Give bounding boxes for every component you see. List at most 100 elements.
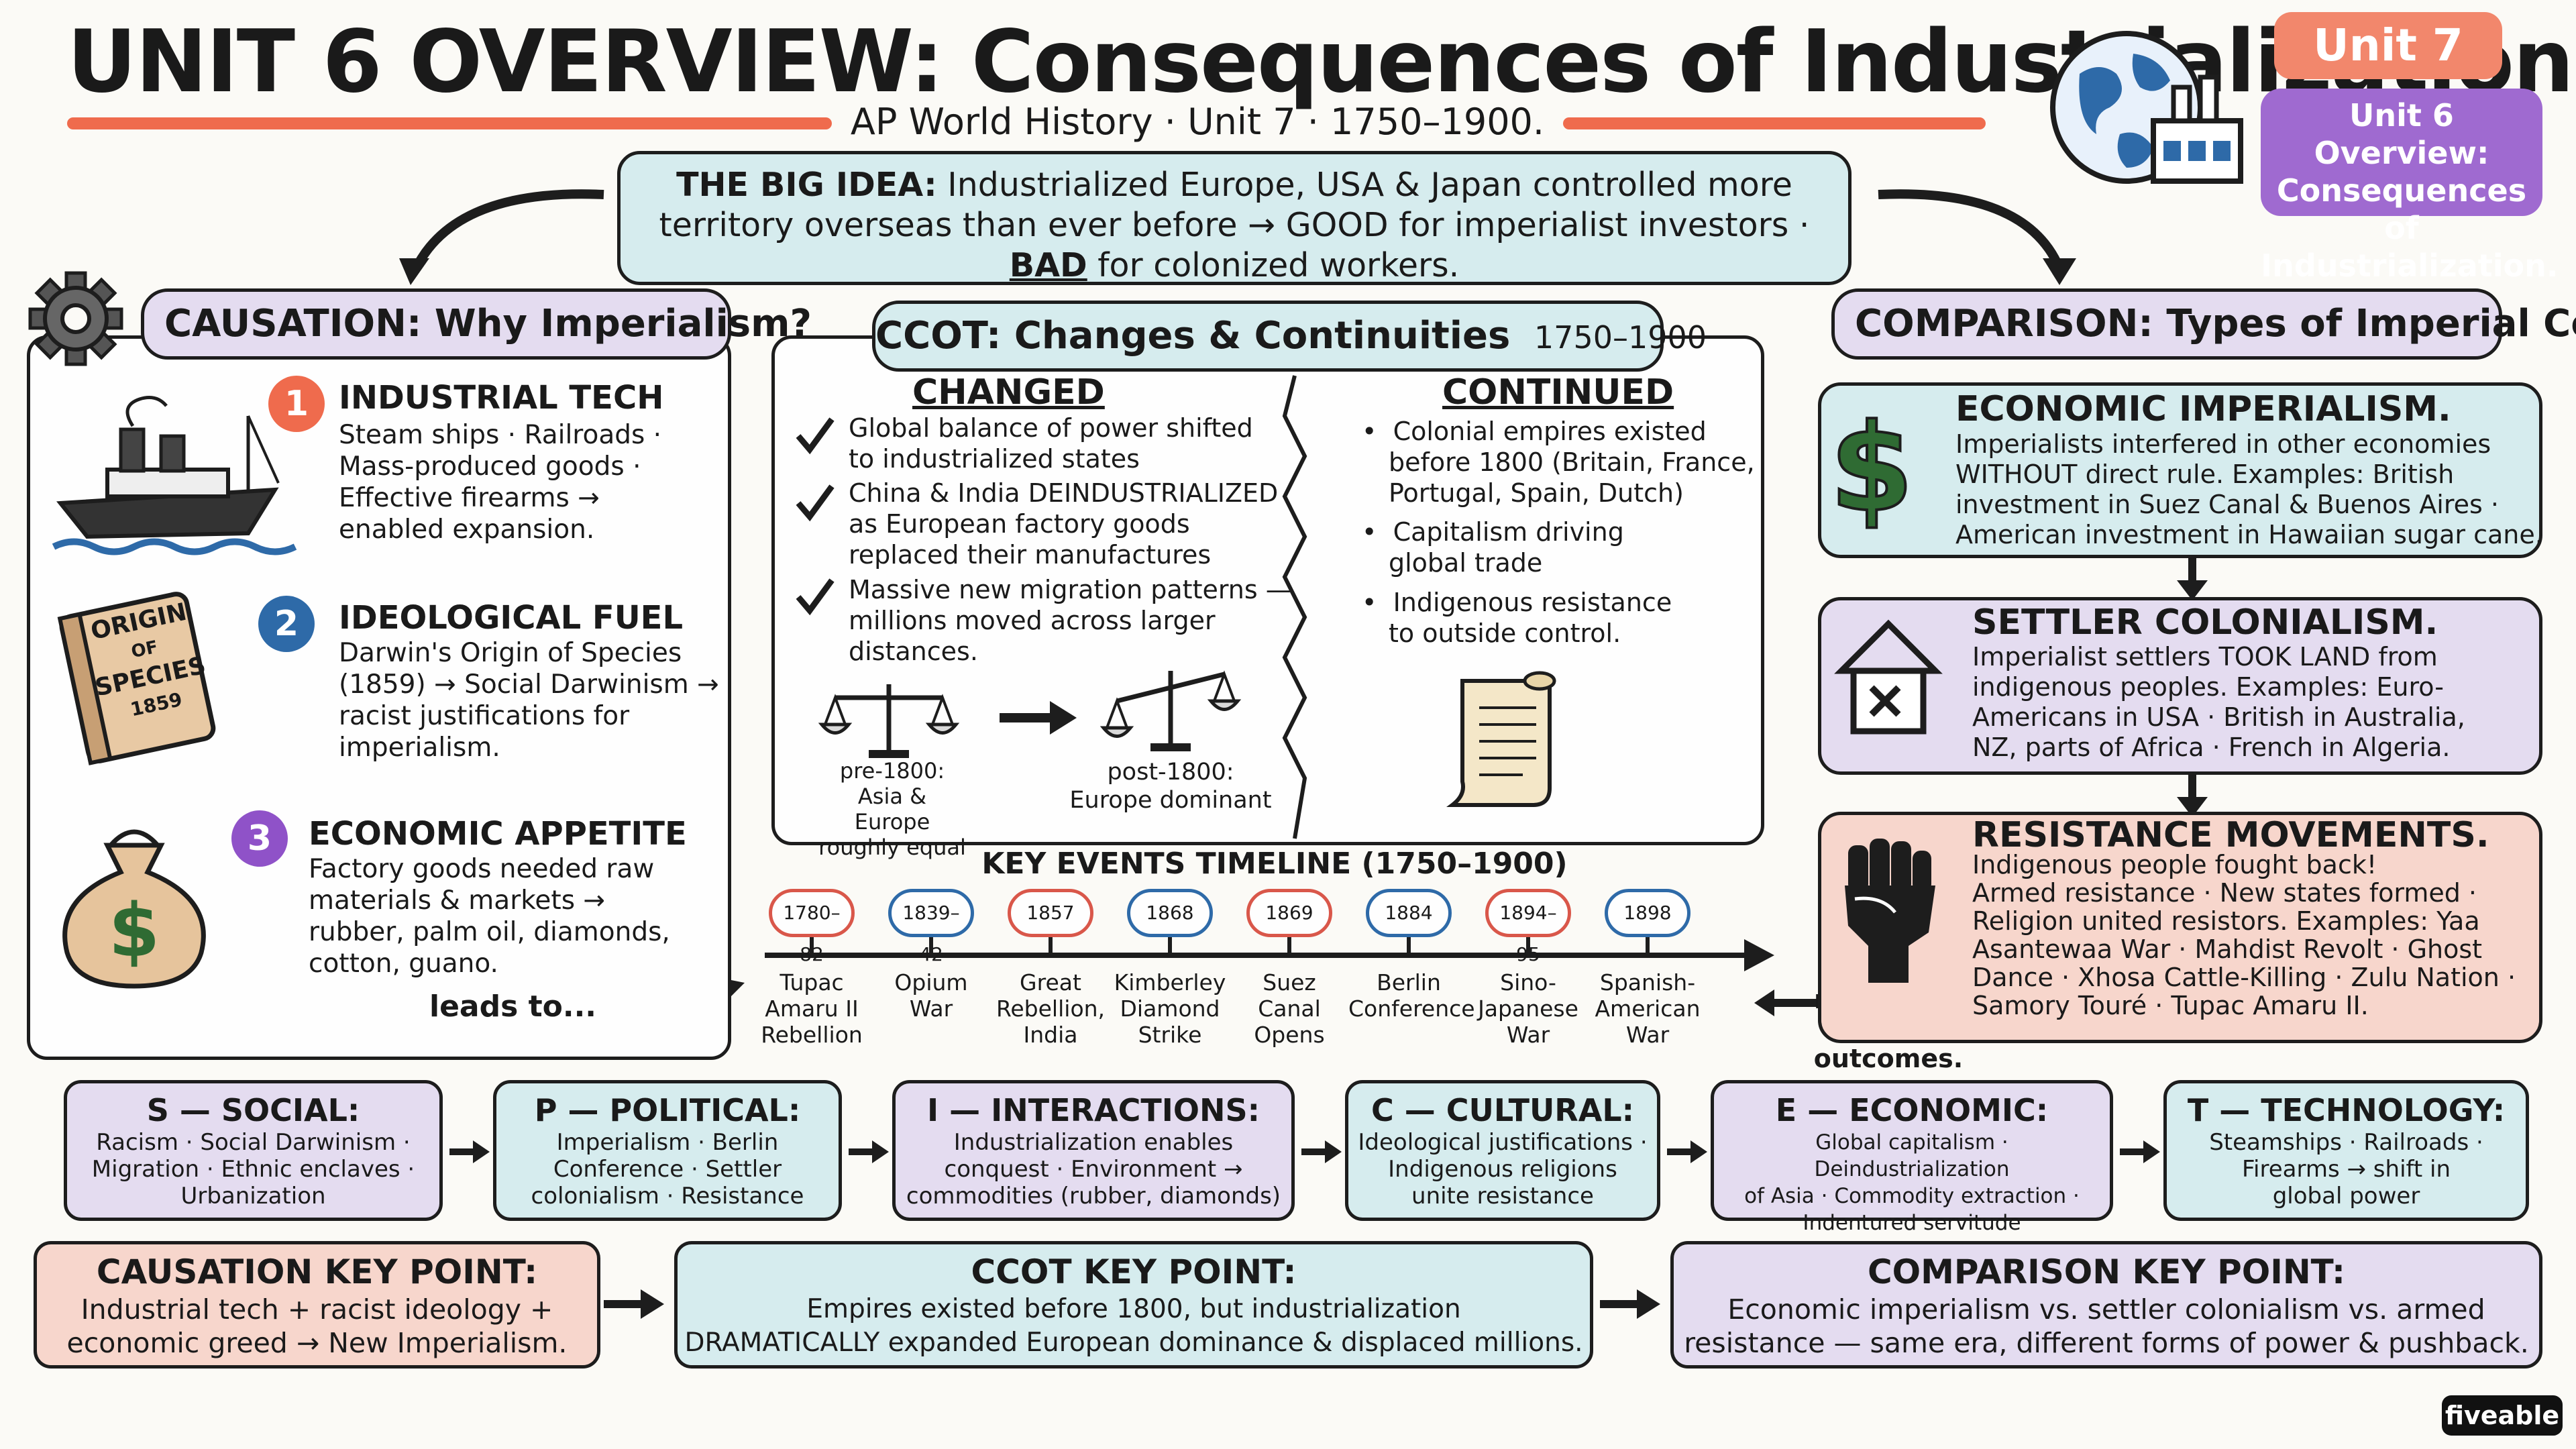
changed-line: China & India DEINDUSTRIALIZED [849, 478, 1279, 508]
bullet-icon: • [1362, 517, 1393, 547]
resistance-movements-box [1818, 812, 2542, 1043]
timeline-label-line: Rebellion [761, 1022, 863, 1048]
big-idea-text: territory overseas than ever before → GO… [659, 206, 1810, 244]
check-icon [796, 578, 835, 616]
continued-line: Colonial empires existed [1393, 417, 1707, 446]
comparison-text: Imperialist settlers TOOK LAND from indi… [1972, 642, 2465, 763]
comparison-line: Americans in USA · British in Australia, [1972, 702, 2465, 732]
comparison-header: COMPARISON: Types of Imperial Control [1831, 288, 2576, 360]
page-subtitle: AP World History · Unit 7 · 1750–1900. [850, 101, 1545, 143]
timeline-tick [1526, 937, 1530, 955]
timeline-label-line: War [1506, 1022, 1550, 1048]
title-underline [67, 117, 832, 129]
continued-line: Capitalism driving [1393, 517, 1624, 547]
comparison-line: American investment in Hawaiian sugar ca… [1955, 520, 2543, 549]
settler-colonialism-box [1818, 597, 2542, 775]
cause-title: INDUSTRIAL TECH [339, 379, 664, 417]
spicet-text: Steamships · Railroads · Firearms → shif… [2167, 1129, 2526, 1210]
timeline-label-line: American [1595, 996, 1701, 1022]
timeline-label-line: India [1023, 1022, 1078, 1048]
leads-to-label: leads to... [429, 989, 597, 1024]
comparison-line: indigenous peoples. Examples: Euro- [1972, 672, 2444, 702]
continued-item: • Capitalism driving global trade [1362, 517, 1624, 578]
cause-line: (1859) → Social Darwinism → [339, 669, 719, 700]
spicet-economic: E — ECONOMIC: Global capitalism · Deindu… [1711, 1080, 2113, 1235]
bullet-icon: • [1362, 417, 1393, 446]
continued-heading: CONTINUED [1442, 372, 1674, 413]
unit-overview-card: Unit 6 Overview: Consequences of Industr… [2261, 89, 2558, 284]
arrow-right-icon [1744, 939, 1774, 971]
spicet-line: Urbanization [180, 1183, 326, 1210]
key-point-line: resistance — same era, different forms o… [1684, 1327, 2529, 1359]
timeline-date-badge: 1884 [1366, 889, 1452, 937]
comparison-title: ECONOMIC IMPERIALISM. [1955, 389, 2451, 429]
ccot-header: CCOT: Changes & Continuities 1750–1900 [872, 301, 1707, 372]
timeline-tick [810, 937, 814, 955]
changed-line: millions moved across larger [849, 606, 1216, 635]
spicet-social: S — SOCIAL: Racism · Social Darwinism · … [64, 1080, 443, 1221]
comparison-line: Imperialists interfered in other economi… [1955, 429, 2491, 459]
title-underline [1563, 117, 1986, 129]
spicet-line: Conference · Settler [553, 1156, 782, 1183]
big-idea-bad: BAD [1009, 246, 1087, 284]
comparison-line: Dance · Xhosa Cattle-Killing · Zulu Nati… [1972, 963, 2516, 992]
timeline-tick [1168, 937, 1172, 955]
continued-item: • Indigenous resistance to outside contr… [1362, 587, 1672, 649]
raised-fist-icon [1845, 839, 1935, 983]
cause-text: Darwin's Origin of Species (1859) → Soci… [339, 637, 719, 763]
spicet-line: Racism · Social Darwinism · [96, 1129, 411, 1156]
key-point-line: Empires existed before 1800, but industr… [806, 1294, 1461, 1324]
key-point-text: Industrial tech + racist ideology + econ… [37, 1293, 597, 1360]
key-point-line: Economic imperialism vs. settler colonia… [1727, 1293, 2485, 1326]
timeline-label-line: Tupac [780, 969, 844, 996]
spicet-title: C — CULTURAL: [1371, 1092, 1635, 1128]
spicet-title: T — TECHNOLOGY: [2187, 1092, 2506, 1128]
timeline-label-line: War [909, 996, 953, 1022]
changed-line: Global balance of power shifted [849, 413, 1253, 443]
spicet-line: colonialism · Resistance [531, 1183, 804, 1210]
timeline-label-line: Canal [1258, 996, 1321, 1022]
comparison-line: Religion united resistors. Examples: Yaa [1972, 906, 2480, 936]
changed-line: to industrialized states [849, 444, 1140, 474]
steamship-icon [52, 396, 297, 555]
comparison-key-point: COMPARISON KEY POINT: Economic imperiali… [1670, 1241, 2542, 1368]
timeline-label-line: Rebellion, [996, 996, 1106, 1022]
caption-line: pre-1800: [839, 758, 945, 784]
comparison-line: Samory Touré · Tupac Amaru II. [1972, 991, 2369, 1020]
cause-text: Steam ships · Railroads · Mass-produced … [339, 419, 661, 545]
dollar-sign-icon: $ [1828, 397, 1915, 540]
continued-line: Indigenous resistance [1393, 588, 1672, 617]
big-idea-text: for colonized workers. [1087, 246, 1460, 284]
caption-line: Europe dominant [1069, 787, 1272, 814]
arrow-head-icon [399, 258, 429, 285]
cause-line: enabled expansion. [339, 515, 595, 545]
unit-card-line: Industrialization. [2261, 248, 2559, 284]
timeline-axis [765, 953, 1751, 958]
unit-card-line: Unit 6 Overview: [2314, 97, 2489, 171]
cause-title: ECONOMIC APPETITE [309, 815, 687, 853]
timeline-label-line: Great [1020, 969, 1081, 996]
continued-line: Portugal, Spain, Dutch) [1389, 478, 1684, 508]
timeline-tick [1407, 937, 1411, 955]
money-bag-icon: $ [62, 829, 206, 989]
balanced-scale-icon [818, 684, 960, 758]
comparison-line: Asantewaa War · Mahdist Revolt · Ghost [1972, 934, 2483, 964]
spicet-line: unite resistance [1411, 1183, 1594, 1210]
tilted-scale-icon [1099, 670, 1242, 751]
caption-line: roughly equal [818, 835, 966, 860]
timeline-label-line: Berlin [1377, 969, 1441, 996]
unit-card-line: Consequences of [2276, 172, 2527, 246]
changed-item: Global balance of power shifted to indus… [849, 413, 1253, 474]
timeline-label-line: Opens [1254, 1022, 1325, 1048]
fiveable-logo[interactable]: fiveable [2442, 1395, 2563, 1436]
spicet-text: Industrialization enables conquest · Env… [896, 1129, 1291, 1210]
note-line: outcomes. [1813, 1044, 1964, 1073]
spicet-text: Imperialism · Berlin Conference · Settle… [496, 1129, 839, 1210]
spicet-line: global power [2272, 1183, 2420, 1210]
ccot-key-point: CCOT KEY POINT: Empires existed before 1… [674, 1241, 1593, 1368]
timeline-label-line: Strike [1138, 1022, 1202, 1048]
key-point-line: economic greed → New Imperialism. [66, 1327, 568, 1359]
